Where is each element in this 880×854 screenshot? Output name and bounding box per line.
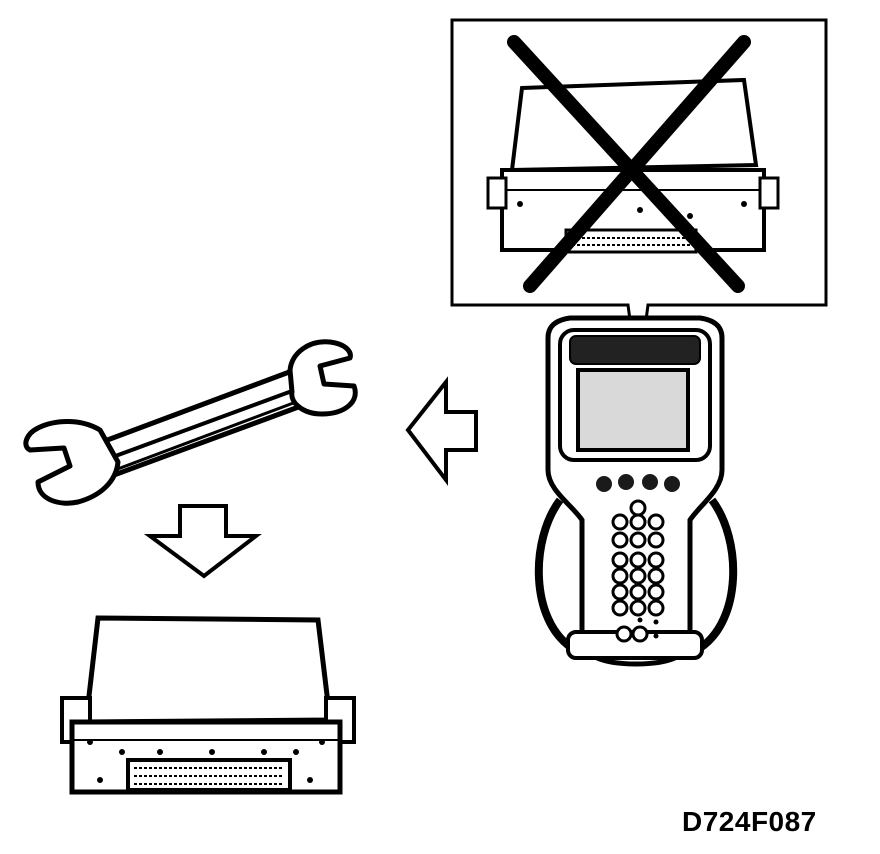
function-keys xyxy=(596,474,680,492)
figure-code: D724F087 xyxy=(682,806,817,837)
connector-pins xyxy=(134,767,284,785)
cross-icon xyxy=(507,35,751,293)
scan-tool xyxy=(534,315,738,667)
scan-tool-screen xyxy=(576,368,690,452)
keypad xyxy=(611,499,665,643)
arrow-left-icon xyxy=(405,376,478,486)
wrench-icon xyxy=(23,339,358,506)
ecu-module-new xyxy=(60,615,356,795)
arrow-down-icon xyxy=(143,504,262,579)
